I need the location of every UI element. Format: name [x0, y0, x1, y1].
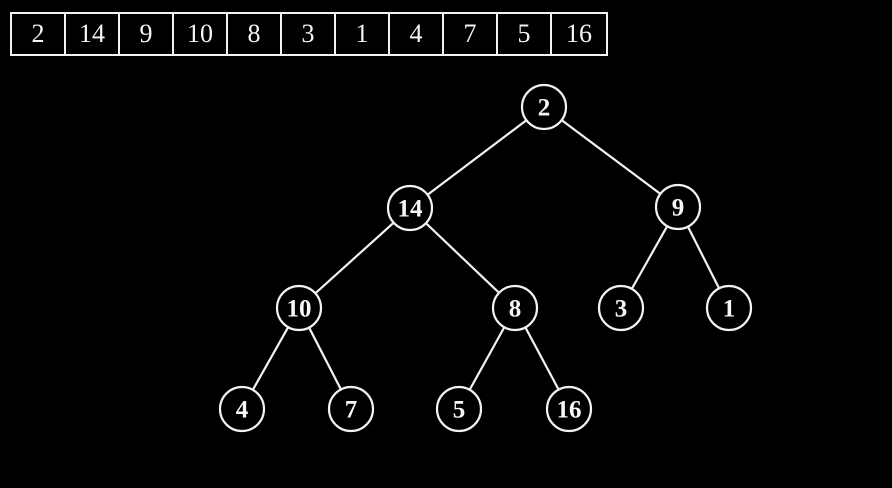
array-cell-0[interactable]: 2 [12, 14, 66, 54]
array-cell-3[interactable]: 10 [174, 14, 228, 54]
array-cell-1[interactable]: 14 [66, 14, 120, 54]
tree-node-label: 16 [557, 397, 582, 424]
tree-node-circle-4 [218, 385, 266, 433]
tree-node-8[interactable]: 8 [491, 284, 539, 332]
tree-node-label: 3 [615, 296, 628, 323]
tree-node-label: 5 [453, 397, 466, 424]
tree-node-4[interactable]: 4 [218, 385, 266, 433]
tree-node-5[interactable]: 5 [435, 385, 483, 433]
tree-edge-8-to-5 [468, 326, 506, 391]
tree-node-label: 4 [236, 397, 249, 424]
tree-node-circle-5 [435, 385, 483, 433]
tree-edge-14-to-8 [425, 222, 500, 294]
tree-node-10[interactable]: 10 [275, 284, 323, 332]
array-cell-7[interactable]: 4 [390, 14, 444, 54]
array-cell-2[interactable]: 9 [120, 14, 174, 54]
tree-node-circle-3 [597, 284, 645, 332]
tree-edge-14-to-10 [314, 221, 395, 295]
array-cell-8[interactable]: 7 [444, 14, 498, 54]
tree-node-label: 1 [723, 296, 736, 323]
tree-node-label: 10 [287, 296, 312, 323]
tree-node-9[interactable]: 9 [654, 183, 702, 231]
tree-node-label: 14 [398, 196, 424, 223]
tree-node-label: 2 [538, 95, 551, 122]
tree-node-circle-10 [275, 284, 323, 332]
tree-node-circle-2 [520, 83, 568, 131]
tree-node-circle-14 [386, 184, 434, 232]
tree-node-label: 8 [509, 296, 522, 323]
tree-node-label: 9 [672, 195, 685, 222]
array-cell-9[interactable]: 5 [498, 14, 552, 54]
tree-edge-layer [251, 119, 721, 391]
tree-edge-9-to-1 [686, 226, 721, 289]
tree-node-circle-7 [327, 385, 375, 433]
array-cell-10[interactable]: 16 [566, 19, 592, 48]
tree-node-3[interactable]: 3 [597, 284, 645, 332]
tree-node-16[interactable]: 16 [545, 385, 593, 433]
tree-edge-9-to-3 [630, 225, 669, 290]
tree-node-14[interactable]: 14 [386, 184, 434, 232]
tree-edge-2-to-14 [426, 119, 528, 196]
tree-node-7[interactable]: 7 [327, 385, 375, 433]
tree-edge-2-to-9 [560, 119, 662, 195]
array-cell-4[interactable]: 8 [228, 14, 282, 54]
tree-node-circle-8 [491, 284, 539, 332]
tree-edge-10-to-7 [308, 327, 342, 390]
tree-node-1[interactable]: 1 [705, 284, 753, 332]
tree-node-circle-1 [705, 284, 753, 332]
tree-node-label: 7 [345, 397, 358, 424]
tree-edge-10-to-4 [251, 326, 290, 391]
tree-node-2[interactable]: 2 [520, 83, 568, 131]
tree-edge-8-to-16 [524, 326, 560, 391]
array-cell-5[interactable]: 3 [282, 14, 336, 54]
array-cell-6[interactable]: 1 [336, 14, 390, 54]
tree-node-circle-9 [654, 183, 702, 231]
tree-node-circle-16 [545, 385, 593, 433]
